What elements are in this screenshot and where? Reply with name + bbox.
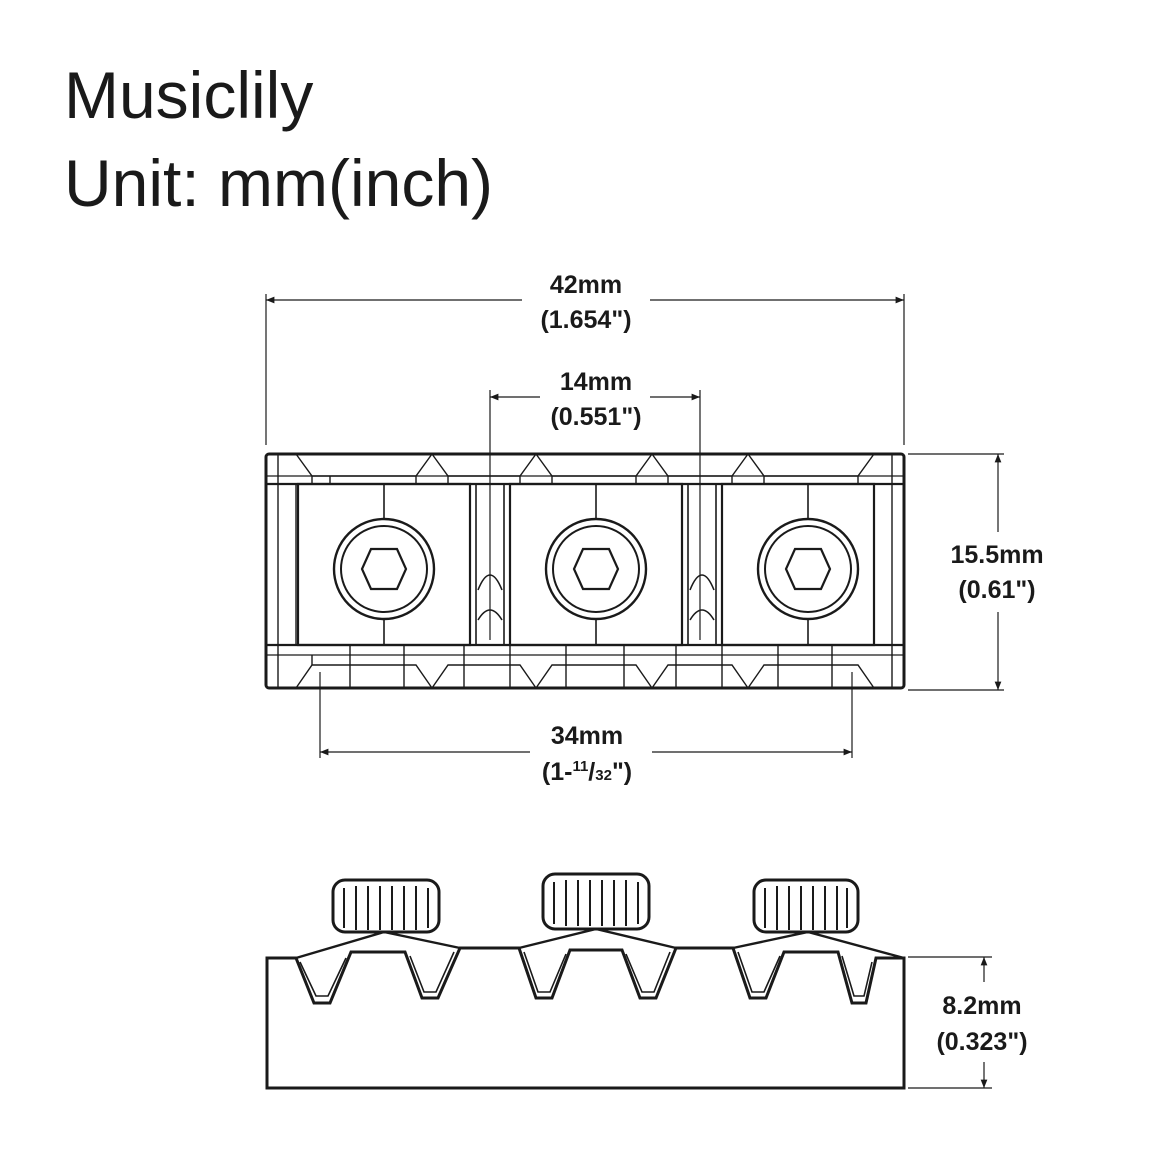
clamp-block-3	[720, 482, 876, 647]
side-view-locking-nut	[265, 872, 906, 1090]
screw-hex-icon	[544, 517, 648, 621]
dimension-overall-length: 42mm (1.654")	[265, 271, 905, 445]
outer-span-mm: 34mm	[551, 722, 623, 750]
dimension-height: 8.2mm (0.323")	[908, 956, 1028, 1089]
width-mm: 15.5mm	[950, 541, 1043, 569]
knurled-screw-head-icon	[752, 878, 860, 934]
string-slots	[475, 484, 717, 645]
clamp-blocks	[296, 482, 876, 647]
outer-span-inch: (1-11/32")	[542, 758, 632, 786]
side-view-body	[265, 946, 906, 1090]
screw-hex-icon	[756, 517, 860, 621]
bottom-band-facets	[295, 645, 875, 689]
overall-length-inch: (1.654")	[540, 306, 631, 334]
top-view-locking-nut	[264, 452, 906, 690]
dimension-width: 15.5mm (0.61")	[908, 453, 1044, 691]
top-band-facets	[295, 453, 875, 484]
screw-spacing-mm: 14mm	[560, 368, 632, 396]
screw-spacing-inch: (0.551")	[550, 403, 641, 431]
brand-title: Musiclily	[64, 58, 314, 132]
dimension-outer-screw-span: 34mm (1-11/32")	[319, 672, 853, 786]
height-mm: 8.2mm	[942, 992, 1021, 1020]
knurled-screw-head-icon	[541, 872, 651, 931]
screw-hex-icon	[332, 517, 436, 621]
unit-label: Unit: mm(inch)	[64, 146, 494, 220]
overall-length-mm: 42mm	[550, 271, 622, 299]
dimension-screw-spacing: 14mm (0.551")	[489, 368, 701, 640]
nut-outline	[264, 452, 906, 690]
width-inch: (0.61")	[958, 576, 1035, 604]
height-inch: (0.323")	[936, 1028, 1027, 1056]
knurled-screw-head-icon	[331, 878, 441, 934]
